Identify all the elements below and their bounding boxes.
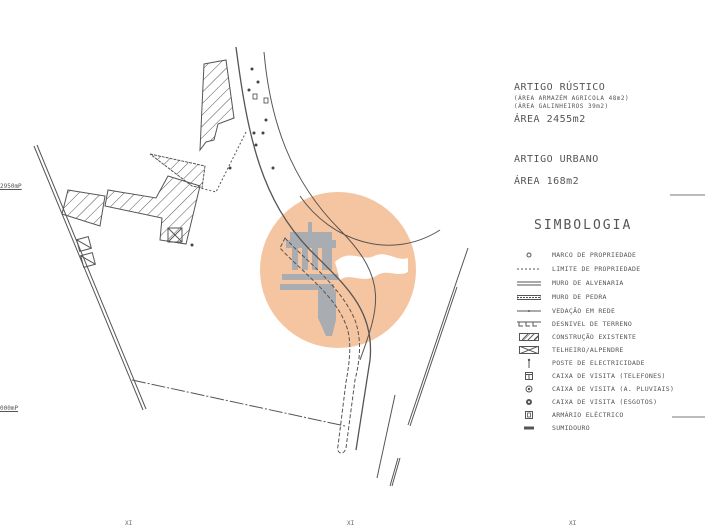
- arc-line: [299, 195, 441, 246]
- side-label-lower: 000mP: [0, 405, 19, 412]
- terrain-step-strip: [279, 237, 360, 454]
- legend-item: MARCO DE PROPRIEDADE: [514, 249, 636, 261]
- bottom-tick-1: XI: [125, 520, 133, 527]
- bottom-tick-3: XI: [569, 520, 577, 527]
- legend-item: CAIXA DE VISITA (TELEFONES): [514, 370, 666, 382]
- fence-line-icon: [514, 309, 544, 313]
- rain-box-icon: [514, 385, 544, 393]
- legend-item: CONSTRUÇÃO EXISTENTE: [514, 331, 636, 343]
- legend-item: POSTE DE ELECTRICIDADE: [514, 357, 645, 369]
- artigo-urbano-area: ÁREA 168m2: [514, 176, 580, 187]
- drain-icon: [514, 426, 544, 430]
- artigo-rustico-sub2: (ÁREA GALINHEIROS 39m2): [514, 103, 609, 110]
- legend-item: LIMITE DE PROPRIEDADE: [514, 263, 640, 275]
- double-line-icon: [514, 281, 544, 286]
- dotted-line-icon: [514, 267, 544, 271]
- sewer-box-icon: [514, 398, 544, 406]
- road-edge-outer: [235, 46, 372, 451]
- fence-bottom: [131, 379, 346, 427]
- legend-item: MURO DE PEDRA: [514, 291, 607, 303]
- legend-title: SIMBOLOGIA: [534, 218, 633, 233]
- artigo-rustico-title: ARTIGO RÚSTICO: [514, 82, 606, 93]
- legend-item: CAIXA DE VISITA (A. PLUVIAIS): [514, 383, 674, 395]
- stone-wall-icon: [514, 294, 544, 300]
- electric-pole-icon: [514, 358, 544, 368]
- legend-item: MURO DE ALVENARIA: [514, 277, 624, 289]
- artigo-rustico-area: ÁREA 2455m2: [514, 114, 586, 125]
- property-markers: [190, 67, 275, 247]
- side-label-upper: 2950mP: [0, 183, 22, 190]
- artigo-urbano-title: ARTIGO URBANO: [514, 154, 599, 165]
- legend-item: CAIXA DE VISITA (ESGOTOS): [514, 396, 657, 408]
- existing-buildings: [61, 59, 235, 268]
- hatched-box-icon: [514, 333, 544, 341]
- legend-item: TELHEIRO/ALPENDRE: [514, 344, 624, 356]
- road-edge-inner: [263, 51, 377, 361]
- bottom-tick-2: XI: [347, 520, 355, 527]
- crossed-box-icon: [514, 346, 544, 354]
- boundary-wall-left: [33, 144, 147, 411]
- terrain-step-icon: [514, 321, 544, 327]
- legend-item: VEDAÇÃO EM REDE: [514, 305, 615, 317]
- artigo-rustico-sub1: (ÁREA ARMAZÉM AGRICOLA 48m2): [514, 95, 630, 102]
- phone-box-icon: [514, 372, 544, 380]
- legend-item: ARMÁRIO ELÉCTRICO: [514, 409, 624, 421]
- legend-item: SUMIDOURO: [514, 422, 590, 434]
- right-boundary-lines: [376, 247, 469, 487]
- legend-item: DESNIVEL DE TERRENO: [514, 318, 632, 330]
- electric-cabinet-icon: [514, 411, 544, 419]
- circle-marker-icon: [514, 251, 544, 259]
- watermark-logo: [260, 192, 416, 348]
